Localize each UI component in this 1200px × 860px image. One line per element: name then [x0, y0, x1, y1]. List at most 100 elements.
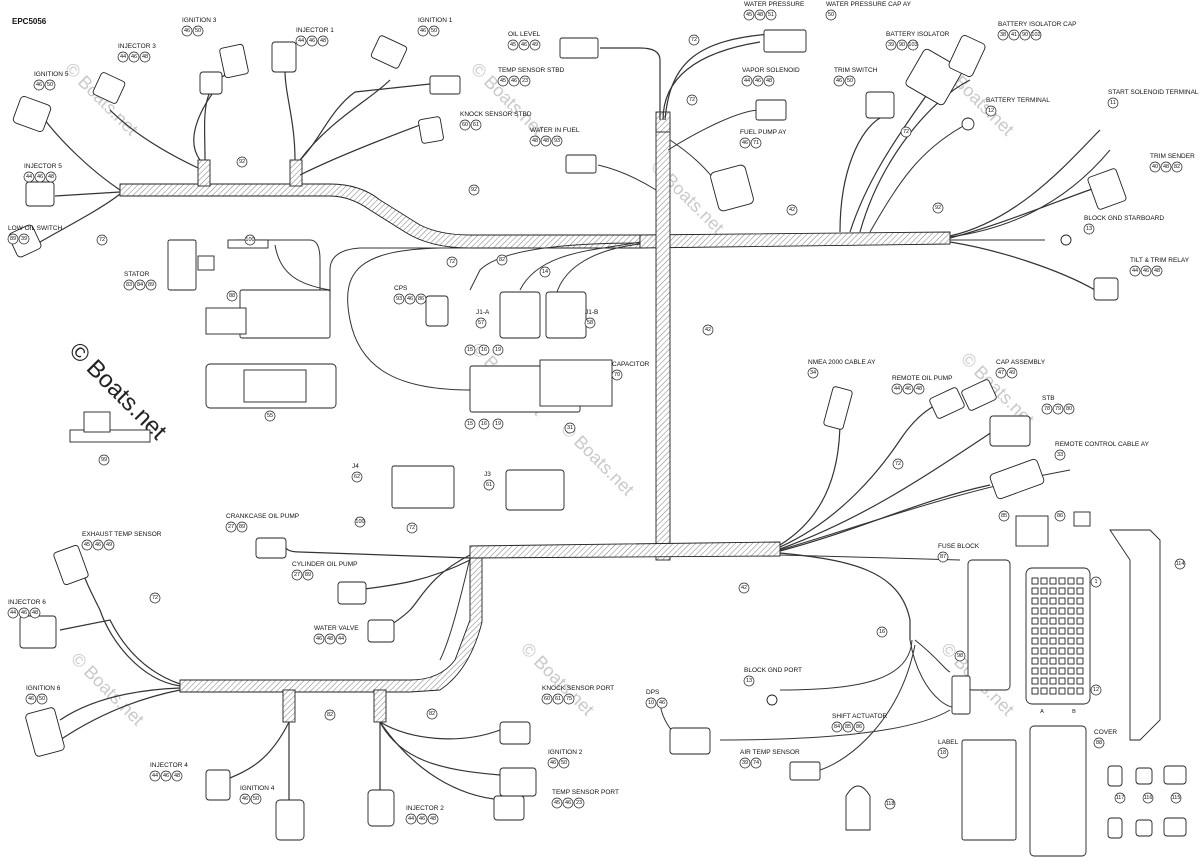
part-number-bubble — [529, 135, 541, 147]
fuse-terminal — [1040, 617, 1048, 625]
part-number: 44 — [10, 610, 16, 616]
fuse-terminal — [1031, 597, 1039, 605]
part-number: 48 — [757, 12, 763, 18]
fuse-terminal — [1031, 687, 1039, 695]
part-number: 18 — [940, 750, 946, 756]
reference-number: 14 — [539, 266, 551, 278]
part-number-bubble — [645, 697, 657, 709]
fuse-terminal — [1076, 637, 1084, 645]
callout-label: REMOTE CONTROL CABLE AY — [1055, 441, 1150, 448]
part-number: 48 — [543, 138, 549, 144]
reference-text: 16 — [879, 629, 885, 635]
part-number: 11 — [1110, 100, 1116, 106]
reference-text: 99 — [101, 457, 107, 463]
part-number-bubble — [562, 797, 574, 809]
reference-number: 116 — [1142, 792, 1154, 804]
part-number: 88 — [1096, 740, 1102, 746]
part-number-bubble — [913, 383, 925, 395]
part-number-bubble — [741, 75, 753, 87]
part-number-bubble — [551, 135, 563, 147]
reference-number: 82 — [324, 709, 336, 721]
part-number: 46 — [565, 800, 571, 806]
fuse-terminal — [1058, 587, 1066, 595]
callout-label: WATER PRESSURE CAP AY — [826, 1, 912, 8]
fuse-terminal — [1058, 637, 1066, 645]
reference-text: 72 — [409, 525, 415, 531]
reference-bubble — [354, 516, 366, 528]
part-number-bubble — [853, 721, 865, 733]
part-number-bubble — [807, 367, 819, 379]
part-number-bubble — [752, 75, 764, 87]
fuse-terminal — [1049, 597, 1057, 605]
reference-number: 15 — [464, 344, 476, 356]
fuse-terminal — [1067, 617, 1075, 625]
reference-text: 100 — [245, 237, 254, 243]
reference-text: 31 — [567, 425, 573, 431]
part-number-bubble — [160, 770, 172, 782]
watermark: © Boats.net — [67, 649, 148, 730]
part-number: 46 — [95, 542, 101, 548]
part-number: 85 — [845, 724, 851, 730]
part-number-bubble — [427, 813, 439, 825]
part-number: 86 — [856, 724, 862, 730]
reference-bubble — [1142, 792, 1154, 804]
fuse-terminal — [1040, 667, 1048, 675]
reference-bubble — [446, 256, 458, 268]
reference-text: 92 — [471, 187, 477, 193]
part-number: 87 — [940, 554, 946, 560]
callout-j1a: J1-A57 — [475, 309, 490, 329]
reference-number: 16 — [478, 344, 490, 356]
part-number-bubble — [507, 39, 519, 51]
callout-label: WATER VALVE — [314, 625, 359, 632]
reference-number: 92 — [468, 184, 480, 196]
part-number-bubble — [1129, 265, 1141, 277]
callout-label: BATTERY ISOLATOR CAP — [998, 21, 1077, 28]
callout-label: INJECTOR 5 — [24, 163, 62, 170]
reference-number: 42 — [738, 582, 750, 594]
part-number: 46 — [242, 796, 248, 802]
part-number: 45 — [84, 542, 90, 548]
fuse-terminal — [1031, 647, 1039, 655]
callout-label: FUEL PUMP AY — [740, 129, 787, 136]
fuse-terminal — [1049, 617, 1057, 625]
part-number-bubble — [611, 369, 623, 381]
part-number: 102 — [1031, 32, 1040, 38]
reference-bubble — [954, 650, 966, 662]
fuse-terminal — [1076, 597, 1084, 605]
callout-label: START SOLENOID TERMINAL — [1108, 89, 1199, 96]
callout-label: WATER PRESSURE — [744, 1, 805, 8]
part-number-bubble — [18, 233, 30, 245]
reference-number: 19 — [492, 418, 504, 430]
part-number: 70 — [614, 372, 620, 378]
reference-text: 115 — [1172, 795, 1181, 801]
part-number: 50 — [847, 78, 853, 84]
part-number: 50 — [39, 696, 45, 702]
part-number: 27 — [294, 572, 300, 578]
part-number-bubble — [351, 471, 363, 483]
part-number-bubble — [23, 171, 35, 183]
reference-bubble — [876, 626, 888, 638]
reference-number: 72 — [96, 234, 108, 246]
part-number-bubble — [92, 539, 104, 551]
fuse-terminal — [1058, 577, 1066, 585]
reference-text: 88 — [229, 293, 235, 299]
part-number: 90 — [899, 42, 905, 48]
callout-label: CPS — [394, 285, 408, 292]
fuse-terminal — [1076, 627, 1084, 635]
callout-label: REMOTE OIL PUMP — [892, 375, 952, 382]
reference-number: 86 — [1054, 510, 1066, 522]
part-number-bubble — [45, 171, 57, 183]
part-number-bubble — [313, 633, 325, 645]
fuse-terminal — [1031, 617, 1039, 625]
